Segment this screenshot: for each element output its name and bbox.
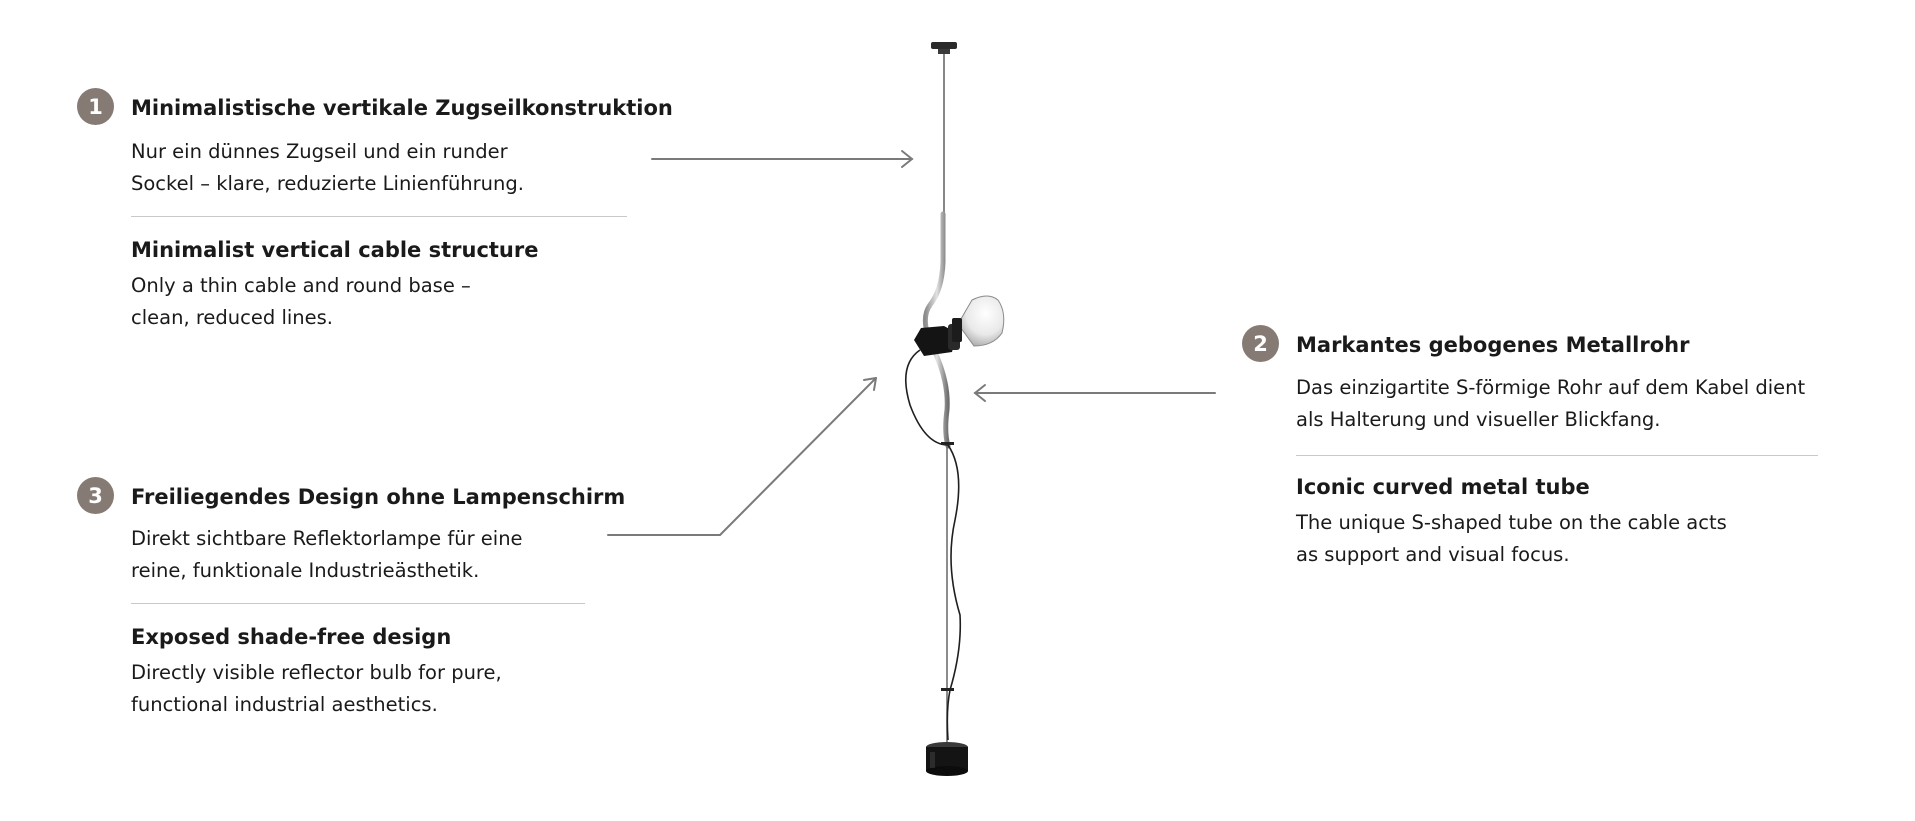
description-line: functional industrial aesthetics.	[131, 693, 438, 716]
description-line: clean, reduced lines.	[131, 306, 334, 329]
description-line: Directly visible reflector bulb for pure…	[131, 661, 502, 684]
description-line: Direkt sichtbare Reflektorlampe für eine	[131, 527, 523, 550]
cable-clip	[941, 442, 954, 445]
ceiling-canopy	[931, 42, 957, 54]
round-base	[926, 742, 968, 776]
feature-title-en: Exposed shade-free design	[131, 625, 452, 649]
feature-title-en: Minimalist vertical cable structure	[131, 238, 539, 262]
feature-number-badge: 2	[1242, 325, 1279, 362]
description-line: The unique S-shaped tube on the cable ac…	[1296, 511, 1727, 534]
feature-description-de: Direkt sichtbare Reflektorlampe für eine…	[131, 523, 523, 587]
feature-description-de: Nur ein dünnes Zugseil und ein runder So…	[131, 136, 524, 200]
feature-number-badge: 1	[77, 88, 114, 125]
divider	[1296, 455, 1818, 456]
feature-title-de: Markantes gebogenes Metallrohr	[1296, 333, 1690, 357]
feature-number-badge: 3	[77, 477, 114, 514]
divider	[131, 216, 627, 217]
divider	[131, 603, 585, 604]
feature-title-en: Iconic curved metal tube	[1296, 475, 1590, 499]
description-line: Sockel – klare, reduzierte Linienführung…	[131, 172, 524, 195]
arrow-feature-1	[651, 150, 914, 168]
power-cord	[904, 349, 962, 741]
description-line: Nur ein dünnes Zugseil und ein runder	[131, 140, 508, 163]
description-line: as support and visual focus.	[1296, 543, 1570, 566]
feature-description-en: Only a thin cable and round base – clean…	[131, 270, 471, 334]
feature-description-en: The unique S-shaped tube on the cable ac…	[1296, 507, 1727, 571]
reflector-bulb	[952, 295, 1005, 347]
feature-description-de: Das einzigartite S-förmige Rohr auf dem …	[1296, 372, 1805, 436]
arrow-feature-3	[607, 377, 877, 536]
cable-clip	[941, 688, 954, 691]
feature-title-de: Minimalistische vertikale Zugseilkonstru…	[131, 96, 673, 120]
feature-description-en: Directly visible reflector bulb for pure…	[131, 657, 502, 721]
description-line: Das einzigartite S-förmige Rohr auf dem …	[1296, 376, 1806, 399]
arrow-feature-2	[973, 384, 1216, 402]
description-line: Only a thin cable and round base –	[131, 274, 471, 297]
description-line: reine, funktionale Industrieästhetik.	[131, 559, 480, 582]
description-line: als Halterung und visueller Blickfang.	[1296, 408, 1661, 431]
feature-title-de: Freiliegendes Design ohne Lampenschirm	[131, 485, 626, 509]
